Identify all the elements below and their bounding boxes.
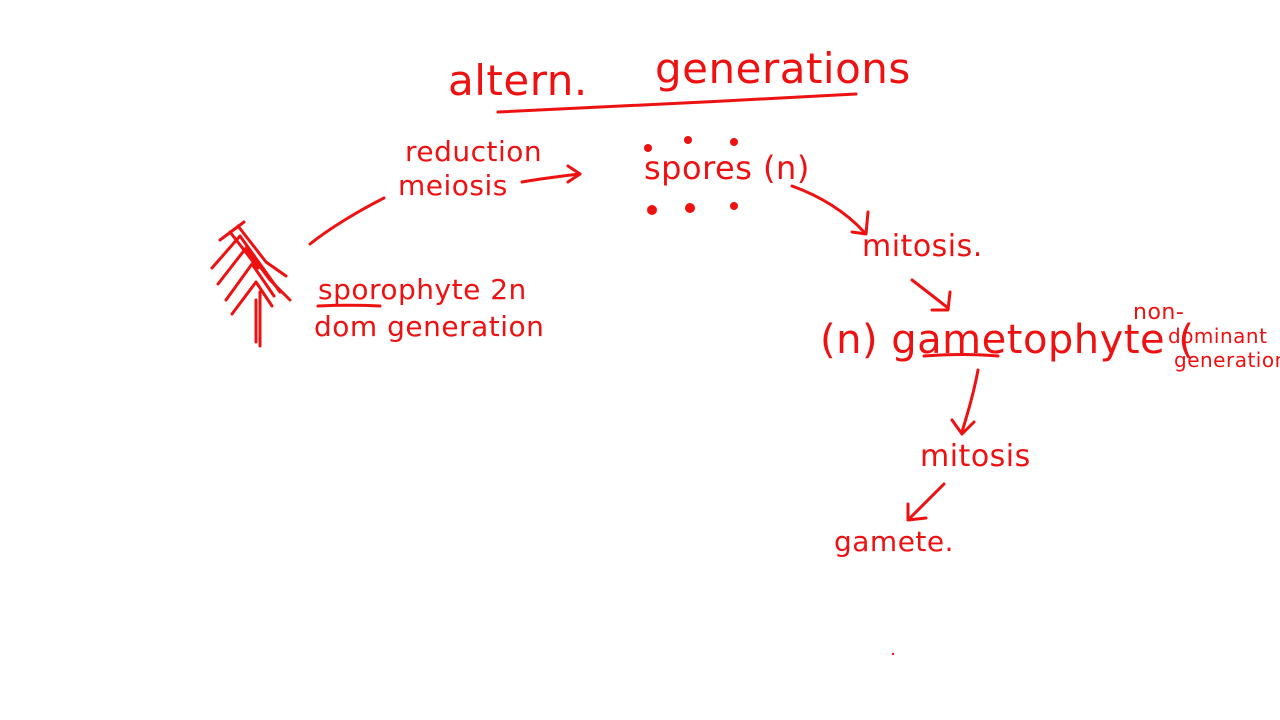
nondominant-label-line-3: generation) [1174,348,1280,372]
meiosis-arrow-icon [520,164,582,184]
mitosis-label-1: mitosis. [862,229,983,264]
gametophyte-label: (n) gametophyte ( [820,317,1195,363]
gamete-label: gamete. [834,525,955,558]
nondominant-label-line-2: dominant [1168,324,1268,348]
mitosis-label-2: mitosis [920,439,1031,474]
gametophyte-underline [922,353,1000,358]
mitosis-to-gametophyte-arrow-icon [910,278,952,312]
title-part-2: generations [655,44,911,93]
spore-dots [644,136,738,215]
title-underline [496,92,858,114]
sporophyte-description: dom generation [314,310,545,343]
spores-to-mitosis-arrow-icon [790,184,870,236]
reduction-label: reduction [405,135,543,168]
gametophyte-to-mitosis-arrow-icon [950,368,980,436]
nondominant-label-line-1: non- [1133,300,1185,325]
sporophyte-label: sporophyte 2n [318,273,527,306]
sporophyte-underline [316,303,382,308]
meiosis-label: meiosis [398,169,508,202]
sporophyte-to-meiosis-line [308,196,386,246]
title-part-1: altern. [448,56,588,105]
mitosis-to-gamete-arrow-icon [906,482,946,522]
tree-icon [210,220,292,348]
spores-label: spores (n) [644,149,810,187]
